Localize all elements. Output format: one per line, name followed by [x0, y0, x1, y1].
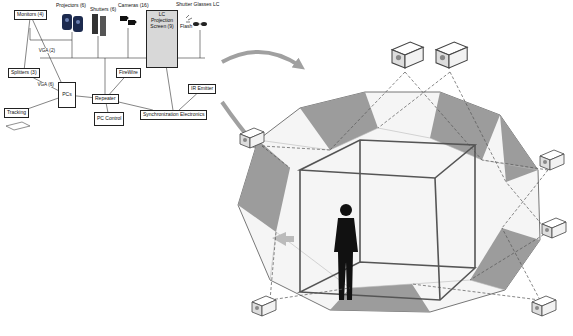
wire [128, 28, 129, 58]
dome-surface [238, 92, 540, 312]
person-head [340, 204, 352, 216]
sync-box: Synchronization Electronics [140, 110, 207, 120]
facet-line [258, 128, 538, 170]
part-label: Flash [180, 24, 192, 30]
projector-group [240, 42, 566, 316]
bus-wires [30, 28, 205, 96]
monitor-box: Monitors (4) [14, 10, 47, 20]
projection-rays [262, 72, 548, 300]
projection-ray [470, 182, 548, 280]
projector [542, 218, 566, 238]
wire [72, 32, 73, 58]
tracking-icon [6, 122, 30, 130]
glasses-icon [193, 22, 207, 26]
projector-icons [62, 14, 83, 32]
part-label: Shutters (6) [90, 7, 116, 13]
glasses-lens [201, 22, 207, 26]
connector-line [119, 102, 153, 110]
projection-ray [262, 146, 330, 168]
connector-line [106, 104, 108, 112]
part-label: Projectors (6) [56, 3, 86, 9]
glasses-lens [193, 22, 199, 26]
pc-control-box: PC Control [94, 112, 124, 126]
shutter-icons [92, 14, 106, 36]
lens [65, 18, 69, 22]
projection-ray [412, 228, 540, 300]
emitter-box: IR Emitter [188, 84, 216, 94]
projection-ray [270, 232, 350, 300]
connector-line [76, 96, 92, 98]
node-text: Synchronization Electronics [143, 112, 204, 118]
connector-line [179, 94, 197, 110]
connector-line [29, 98, 58, 108]
node-text: Splitters (3) [11, 70, 37, 76]
wire [98, 36, 99, 58]
connector-line [166, 68, 172, 110]
node-text: LC Projection Screen (9) [149, 12, 175, 29]
pc-box: PCs [58, 82, 76, 108]
firewire-box: FireWire [116, 68, 141, 78]
cube-top [300, 140, 475, 178]
projection-patch [300, 92, 378, 150]
part-label: Shutter Glasses LC [176, 2, 219, 8]
shutter-icon [92, 14, 98, 34]
projection-ray [330, 72, 482, 160]
tracking-box [6, 122, 30, 130]
shutter-icon [100, 16, 106, 36]
person-silhouette [334, 204, 358, 300]
node-text: FireWire [119, 70, 138, 76]
person-body [334, 218, 358, 300]
projector [240, 128, 264, 148]
projection-ray [378, 72, 506, 182]
cave-cube [300, 140, 475, 300]
projection-screen: LC Projection Screen (9) [146, 10, 178, 68]
repeater-box: Repeater [92, 94, 119, 104]
edge-label: VGA (6) [36, 82, 54, 87]
projector-icon [73, 16, 83, 32]
projection-ray [482, 160, 548, 228]
node-text: PC Control [97, 116, 121, 122]
projection-patch [238, 140, 290, 232]
cube-edges [300, 140, 475, 300]
curved-arrow [222, 52, 300, 66]
flash-icon [186, 15, 192, 22]
glasses-bridge [199, 24, 201, 25]
projector [392, 42, 423, 68]
node-text: Tracking [7, 110, 26, 116]
connector-line [33, 78, 58, 91]
facet-line [270, 232, 505, 290]
tracking-box: Tracking [4, 108, 29, 118]
node-text: PCs [61, 92, 73, 98]
projector [540, 150, 564, 170]
node-text: Monitors (4) [17, 12, 44, 18]
projector [532, 296, 556, 316]
lens [76, 20, 80, 24]
part-label: Cameras (16) [118, 3, 149, 9]
cube-bottom [300, 262, 475, 300]
camera-lens [126, 17, 129, 20]
connector-line [110, 78, 124, 94]
projected-patches [238, 92, 540, 312]
node-text: IR Emitter [191, 86, 213, 92]
splitter-box: Splitters (3) [8, 68, 40, 78]
projector [252, 296, 276, 316]
connector-line [24, 20, 29, 68]
node-text: Repeater [95, 96, 116, 102]
wire [200, 30, 201, 58]
bus-line [40, 58, 205, 59]
projector-icon [62, 14, 72, 30]
projector [436, 42, 467, 68]
projection-patch [500, 115, 538, 182]
camera-lens [134, 21, 137, 24]
wire [105, 58, 106, 96]
edge-label: VGA (2) [38, 48, 56, 53]
flash-rays [186, 15, 192, 22]
camera-icons [120, 16, 137, 25]
